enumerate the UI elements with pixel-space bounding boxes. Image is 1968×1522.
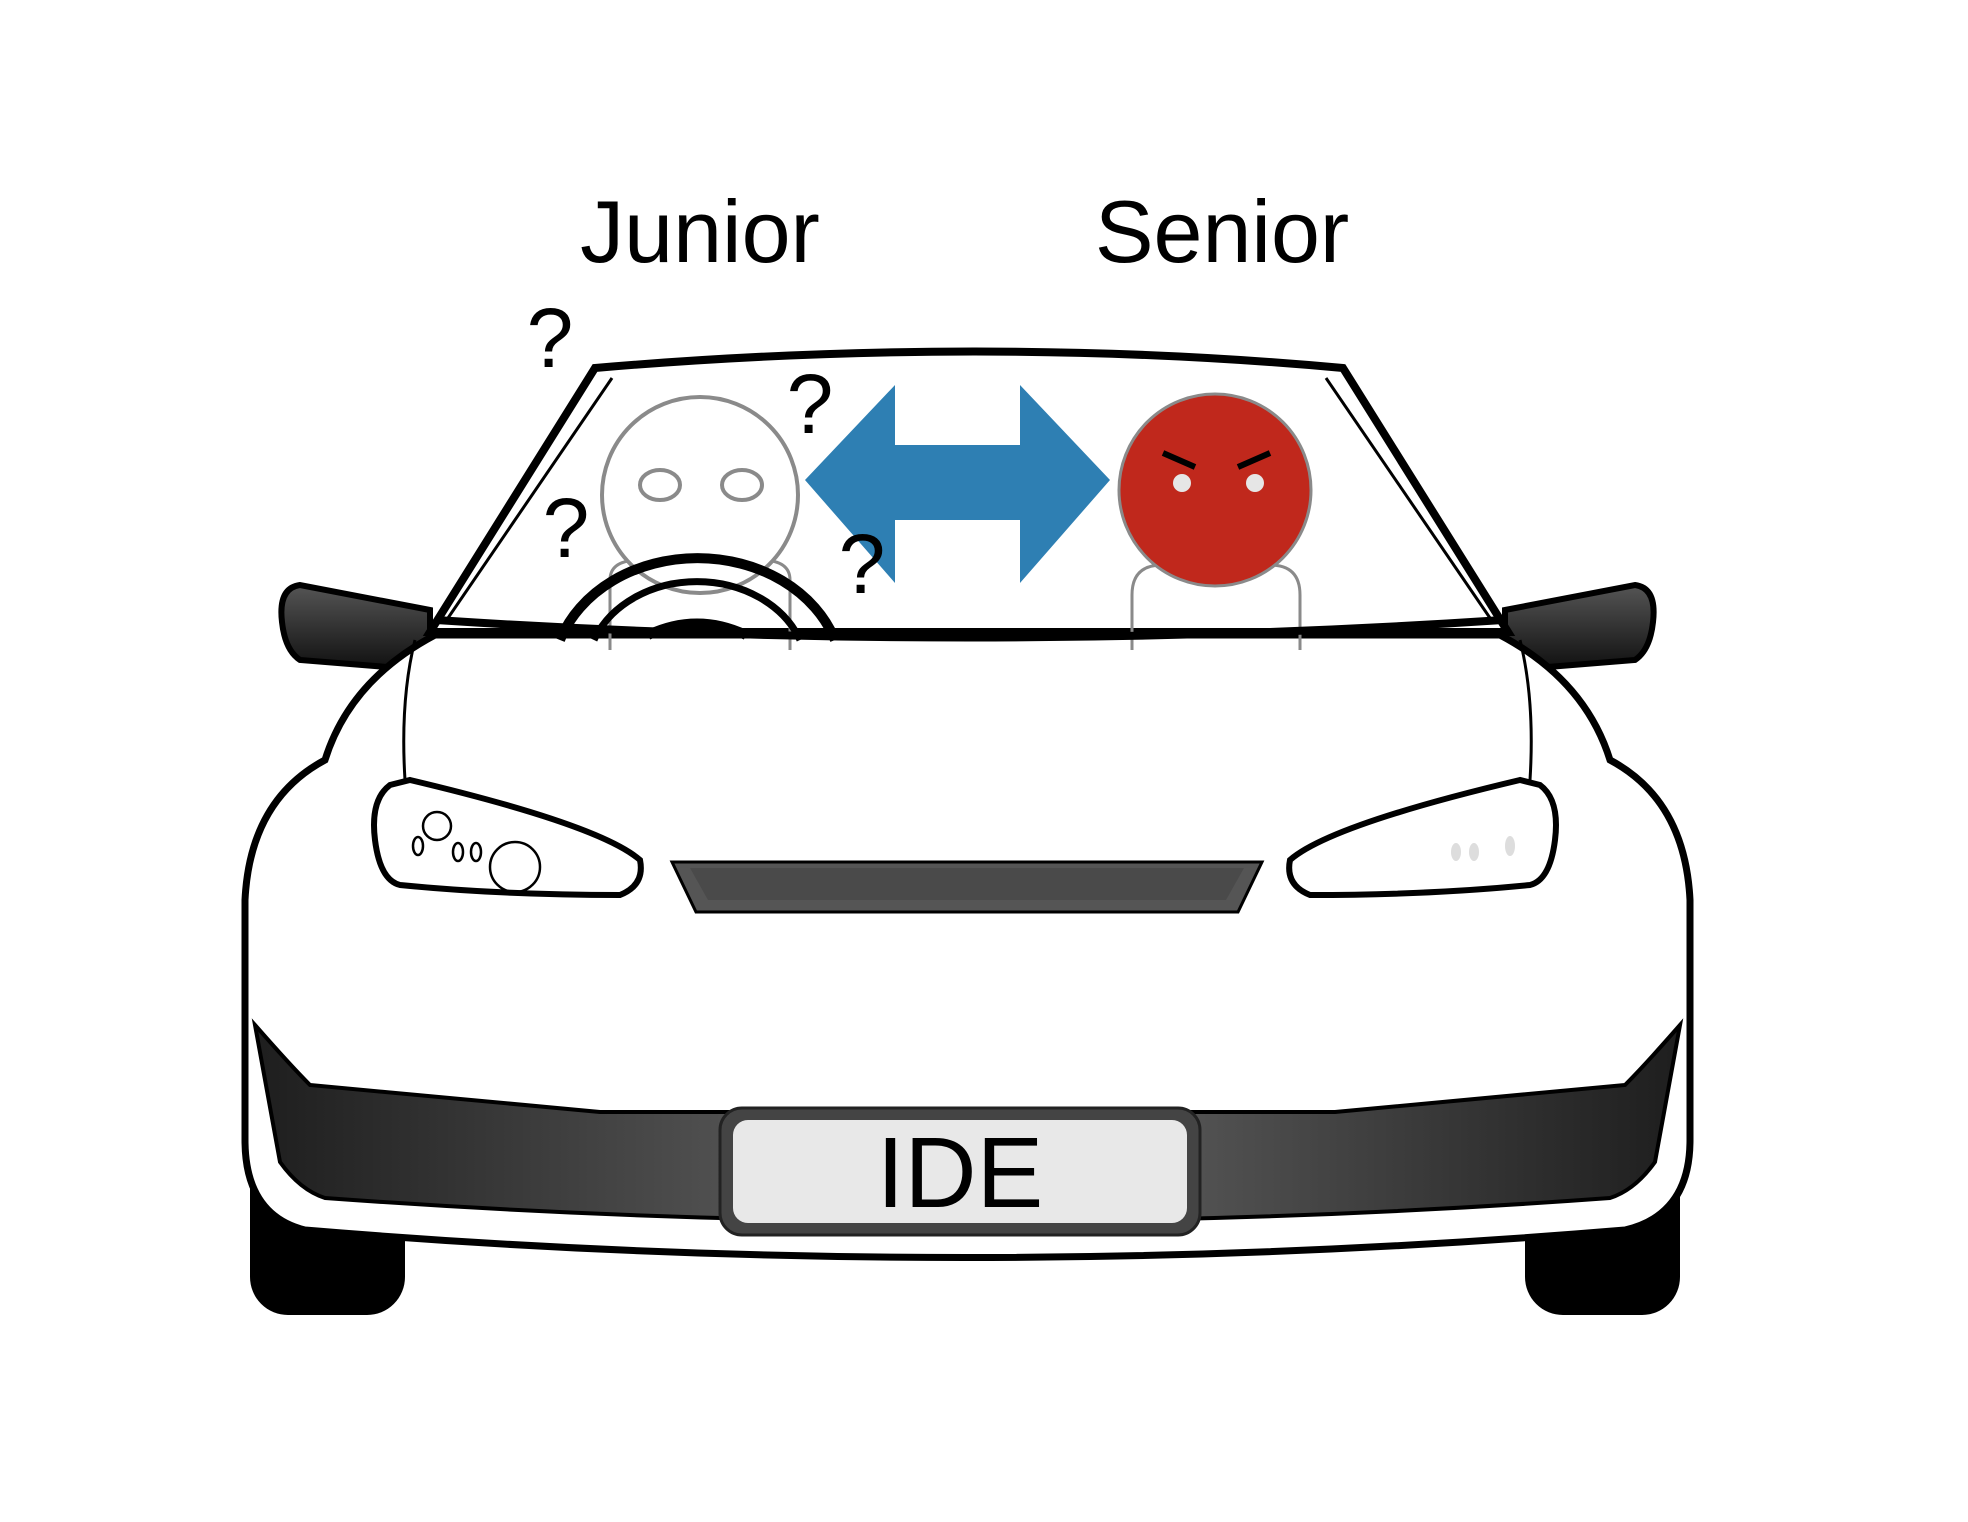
double-arrow-icon [805,385,1110,583]
a-pillar-right [1324,377,1492,619]
hood-right-line [1518,639,1533,781]
junior-label: Junior [580,182,820,281]
question-mark: ? [787,357,834,451]
question-mark: ? [543,481,590,575]
grille-inner [690,868,1244,900]
dashboard-line [435,616,1504,642]
license-plate-text: IDE [877,1117,1044,1229]
question-mark: ? [839,517,886,611]
right-mirror [1502,581,1657,672]
left-mirror [278,581,433,672]
right-headlight [1286,776,1559,899]
hood-left-line [402,639,417,781]
license-plate: IDE [718,1106,1202,1237]
left-headlight [371,776,644,899]
headlight-bulbs [1451,836,1515,861]
car-body [241,631,1694,1261]
headlight-bulbs [411,810,542,894]
senior-face-icon [1117,392,1313,650]
senior-label: Senior [1095,182,1349,281]
a-pillar-left [446,377,614,619]
question-mark: ? [527,291,574,385]
